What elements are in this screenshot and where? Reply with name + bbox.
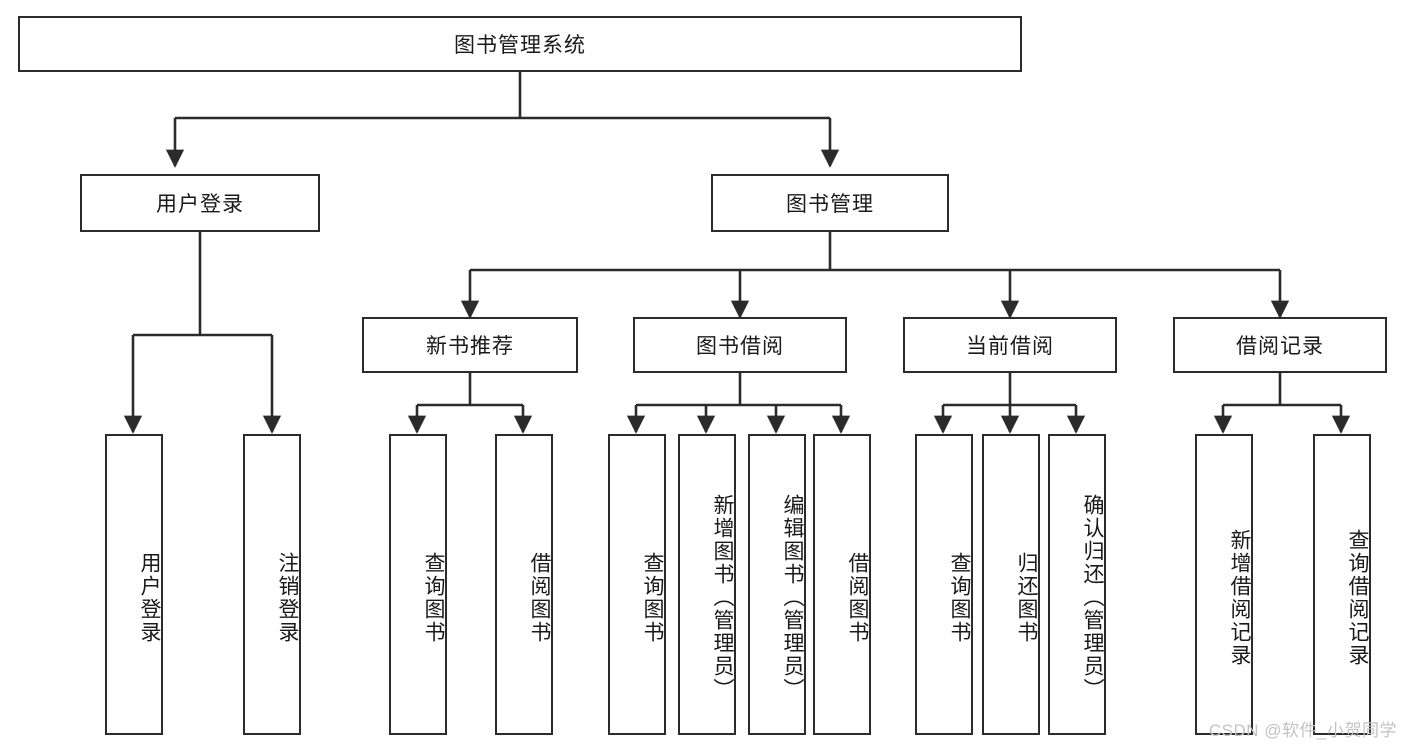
leaf-borrow-book-2[interactable]: 借阅图书	[813, 434, 871, 735]
leaf-query-record[interactable]: 查询借阅记录	[1313, 434, 1371, 735]
leaf-query-book-3-label: 查询图书	[948, 551, 971, 644]
leaf-return-book-label: 归还图书	[1015, 551, 1038, 644]
node-borrow-record[interactable]: 借阅记录	[1173, 317, 1387, 373]
leaf-user-logout[interactable]: 注销登录	[243, 434, 301, 735]
node-current-borrow-label: 当前借阅	[966, 335, 1054, 358]
leaf-user-login-label: 用户登录	[138, 551, 161, 644]
node-new-book-recommend-label: 新书推荐	[426, 335, 514, 358]
node-current-borrow[interactable]: 当前借阅	[903, 317, 1117, 373]
leaf-query-book-2[interactable]: 查询图书	[608, 434, 666, 735]
leaf-borrow-book-1-label: 借阅图书	[528, 551, 551, 644]
node-root-label: 图书管理系统	[454, 34, 586, 57]
leaf-add-record[interactable]: 新增借阅记录	[1195, 434, 1253, 735]
leaf-user-logout-label: 注销登录	[276, 551, 299, 644]
leaf-add-book-label: 新增图书（管理员）	[711, 494, 734, 701]
leaf-edit-book[interactable]: 编辑图书（管理员）	[748, 434, 806, 735]
leaf-user-login[interactable]: 用户登录	[105, 434, 163, 735]
node-user-login-label: 用户登录	[156, 193, 244, 216]
leaf-borrow-book-2-label: 借阅图书	[846, 551, 869, 644]
node-root[interactable]: 图书管理系统	[18, 16, 1022, 72]
leaf-edit-book-label: 编辑图书（管理员）	[781, 494, 804, 701]
leaf-borrow-book-1[interactable]: 借阅图书	[495, 434, 553, 735]
node-book-borrow-label: 图书借阅	[696, 335, 784, 358]
leaf-add-book[interactable]: 新增图书（管理员）	[678, 434, 736, 735]
leaf-return-book[interactable]: 归还图书	[982, 434, 1040, 735]
node-borrow-record-label: 借阅记录	[1236, 335, 1324, 358]
node-user-login[interactable]: 用户登录	[80, 174, 320, 232]
csdn-watermark: CSDN @软件_小贺同学	[1208, 721, 1397, 740]
leaf-confirm-return[interactable]: 确认归还（管理员）	[1048, 434, 1106, 735]
node-book-borrow[interactable]: 图书借阅	[633, 317, 847, 373]
leaf-query-record-label: 查询借阅记录	[1346, 528, 1369, 667]
node-book-manage[interactable]: 图书管理	[711, 174, 949, 232]
leaf-add-record-label: 新增借阅记录	[1228, 528, 1251, 667]
leaf-query-book-2-label: 查询图书	[641, 551, 664, 644]
node-book-manage-label: 图书管理	[786, 193, 874, 216]
leaf-query-book-3[interactable]: 查询图书	[915, 434, 973, 735]
leaf-query-book-1[interactable]: 查询图书	[389, 434, 447, 735]
leaf-query-book-1-label: 查询图书	[422, 551, 445, 644]
node-new-book-recommend[interactable]: 新书推荐	[362, 317, 578, 373]
leaf-confirm-return-label: 确认归还（管理员）	[1081, 494, 1104, 701]
